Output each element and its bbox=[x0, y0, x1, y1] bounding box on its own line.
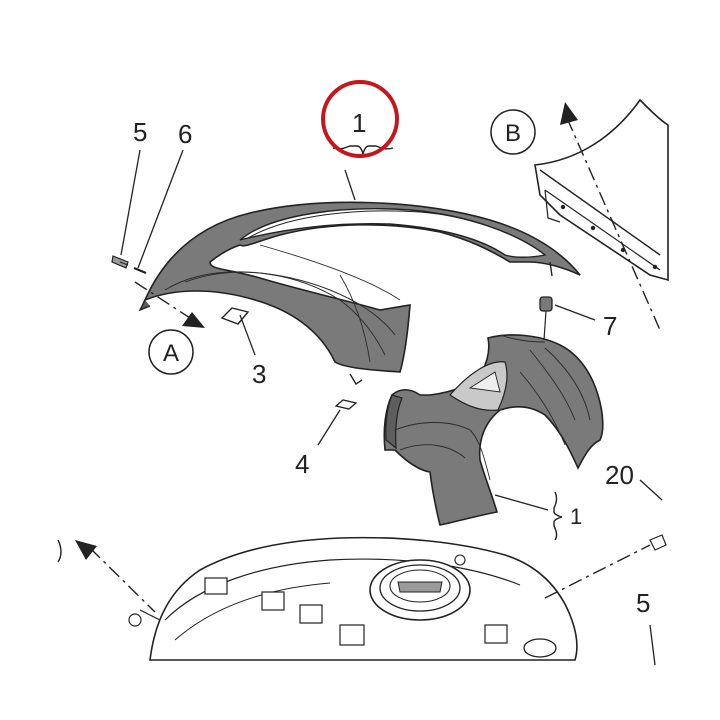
reference-marker-b: B bbox=[490, 109, 536, 155]
leader-lines bbox=[120, 149, 663, 666]
fuel-tank bbox=[128, 536, 578, 661]
callout-1-top: 1 bbox=[321, 80, 399, 158]
axis-line-b bbox=[560, 102, 661, 331]
reference-label-b: B bbox=[505, 120, 521, 147]
pad-4 bbox=[334, 399, 358, 410]
pad-3 bbox=[220, 307, 250, 325]
callout-label-5-right: 5 bbox=[636, 588, 650, 618]
washer-6 bbox=[133, 266, 147, 275]
frame-bracket-right bbox=[534, 98, 669, 282]
tank-cover-lower bbox=[383, 334, 604, 526]
callout-1-side: 1 bbox=[553, 491, 582, 541]
callout-label-1-side: 1 bbox=[570, 504, 582, 529]
screw-5 bbox=[111, 255, 129, 269]
axis-line-lower-right bbox=[544, 534, 667, 599]
reference-marker-a: A bbox=[148, 329, 194, 375]
axis-line-lower-left bbox=[57, 539, 156, 613]
callout-label-7: 7 bbox=[603, 311, 617, 341]
callout-label-4: 4 bbox=[295, 449, 309, 479]
callout-label-20: 20 bbox=[605, 460, 634, 490]
tank-cover-top bbox=[138, 201, 581, 385]
callout-label-1-top: 1 bbox=[352, 108, 366, 138]
callout-label-3: 3 bbox=[252, 359, 266, 389]
reference-label-a: A bbox=[163, 340, 179, 367]
grommet-7 bbox=[539, 296, 553, 341]
callout-label-5-left: 5 bbox=[133, 117, 147, 147]
callout-label-6: 6 bbox=[178, 119, 192, 149]
highlight-circle bbox=[321, 80, 399, 158]
direction-arrow-a bbox=[134, 281, 205, 328]
